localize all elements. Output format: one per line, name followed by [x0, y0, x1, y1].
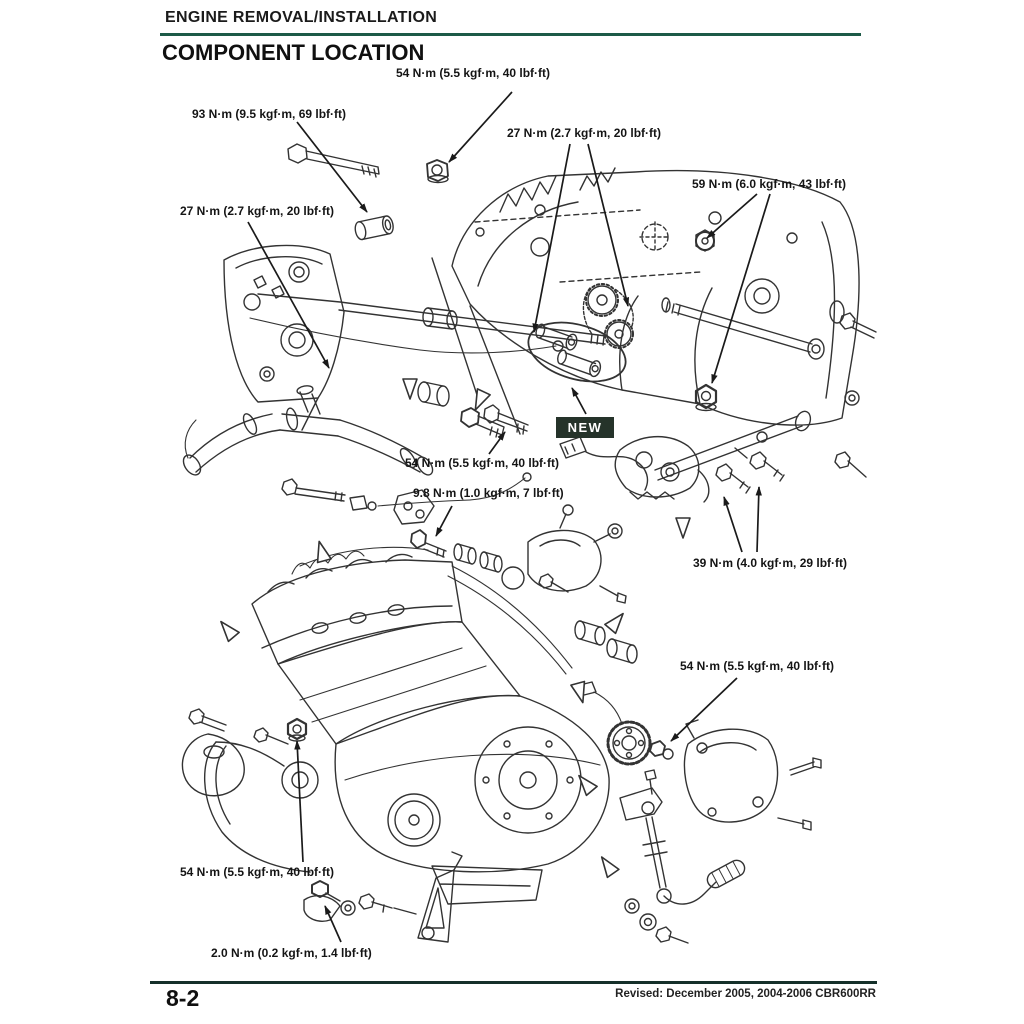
left-pivot-plate [223, 244, 345, 403]
frame-bushings [417, 381, 529, 435]
hanger-collar [354, 215, 394, 241]
flange-bolt-54 [460, 407, 505, 438]
hanger-nut [426, 159, 449, 184]
header-rule [160, 33, 861, 36]
engine-assembly [181, 546, 638, 905]
revision-note: Revised: December 2005, 2004-2006 CBR600… [615, 988, 876, 1000]
torque-label-right-54: 54 N·m (5.5 kgf·m, 40 lbf·ft) [680, 659, 835, 673]
torque-label-mid-54: 54 N·m (5.5 kgf·m, 40 lbf·ft) [405, 456, 560, 470]
torque-label-39: 39 N·m (4.0 kgf·m, 29 lbf·ft) [693, 556, 848, 570]
front-hanger-bolt [287, 143, 380, 178]
long-hanger-rod [249, 293, 607, 354]
direction-arrows [220, 378, 691, 879]
torque-label-98: 9.8 N·m (1.0 kgf·m, 7 lbf·ft) [413, 486, 564, 500]
thermostat-housing [501, 504, 627, 604]
clutch-cable-bracket [281, 472, 532, 525]
sprocket-cover [683, 719, 822, 831]
frame-assembly [301, 167, 860, 435]
torque-label-20: 2.0 N·m (0.2 kgf·m, 1.4 lbf·ft) [211, 946, 372, 960]
page-number: 8-2 [166, 985, 200, 1011]
torque-label-mid-27: 27 N·m (2.7 kgf·m, 20 lbf·ft) [507, 126, 662, 140]
footer-rule [150, 981, 877, 984]
water-hose-assembly [182, 385, 434, 476]
leader-lines [247, 91, 771, 943]
page-title: COMPONENT LOCATION [162, 40, 425, 65]
mount-bolt-98 [410, 529, 503, 573]
sensor-bolt-20 [303, 880, 356, 922]
torque-label-top-54: 54 N·m (5.5 kgf·m, 40 lbf·ft) [396, 66, 551, 80]
new-part-badge: NEW [556, 417, 614, 438]
rear-hanger-sidestand [614, 229, 877, 503]
drive-sprocket [606, 720, 674, 766]
torque-label-bottom-54: 54 N·m (5.5 kgf·m, 40 lbf·ft) [180, 865, 335, 879]
gearshift-linkage [619, 769, 746, 944]
torque-label-59: 59 N·m (6.0 kgf·m, 43 lbf·ft) [692, 177, 847, 191]
torque-label-left-27: 27 N·m (2.7 kgf·m, 20 lbf·ft) [180, 204, 335, 218]
section-title: ENGINE REMOVAL/INSTALLATION [165, 9, 438, 26]
engine-bracket [358, 851, 463, 943]
torque-label-93: 93 N·m (9.5 kgf·m, 69 lbf·ft) [192, 107, 347, 121]
